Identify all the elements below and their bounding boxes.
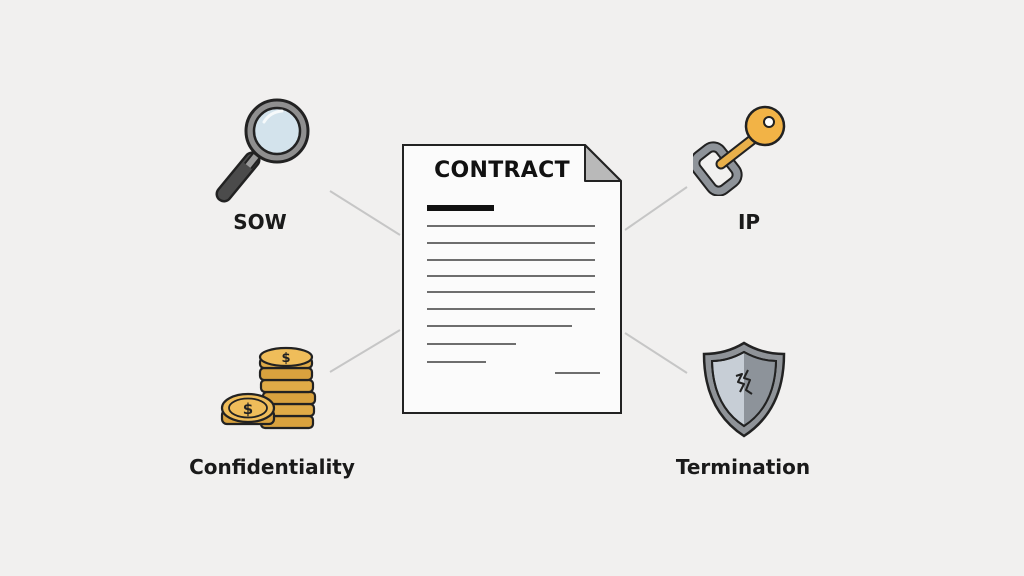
key-chain-link-icon <box>693 105 786 196</box>
node-label-termination: Termination <box>675 455 811 479</box>
node-label-ip: IP <box>737 210 761 234</box>
connector-termination <box>624 332 688 374</box>
node-label-sow: SOW <box>233 210 287 234</box>
node-label-confidentiality: Confidentiality <box>189 455 355 479</box>
connector-ip <box>624 186 688 231</box>
document-icon <box>402 144 622 414</box>
magnifying-glass-icon <box>215 98 310 203</box>
coin-stack-icon: $ $ <box>220 346 317 430</box>
svg-text:$: $ <box>243 400 253 418</box>
connector-sow <box>329 190 401 236</box>
cracked-shield-icon <box>702 341 786 438</box>
contract-title: CONTRACT <box>434 158 570 183</box>
connector-confidentiality <box>329 329 401 373</box>
contract-document <box>402 144 622 414</box>
svg-text:$: $ <box>281 351 290 366</box>
